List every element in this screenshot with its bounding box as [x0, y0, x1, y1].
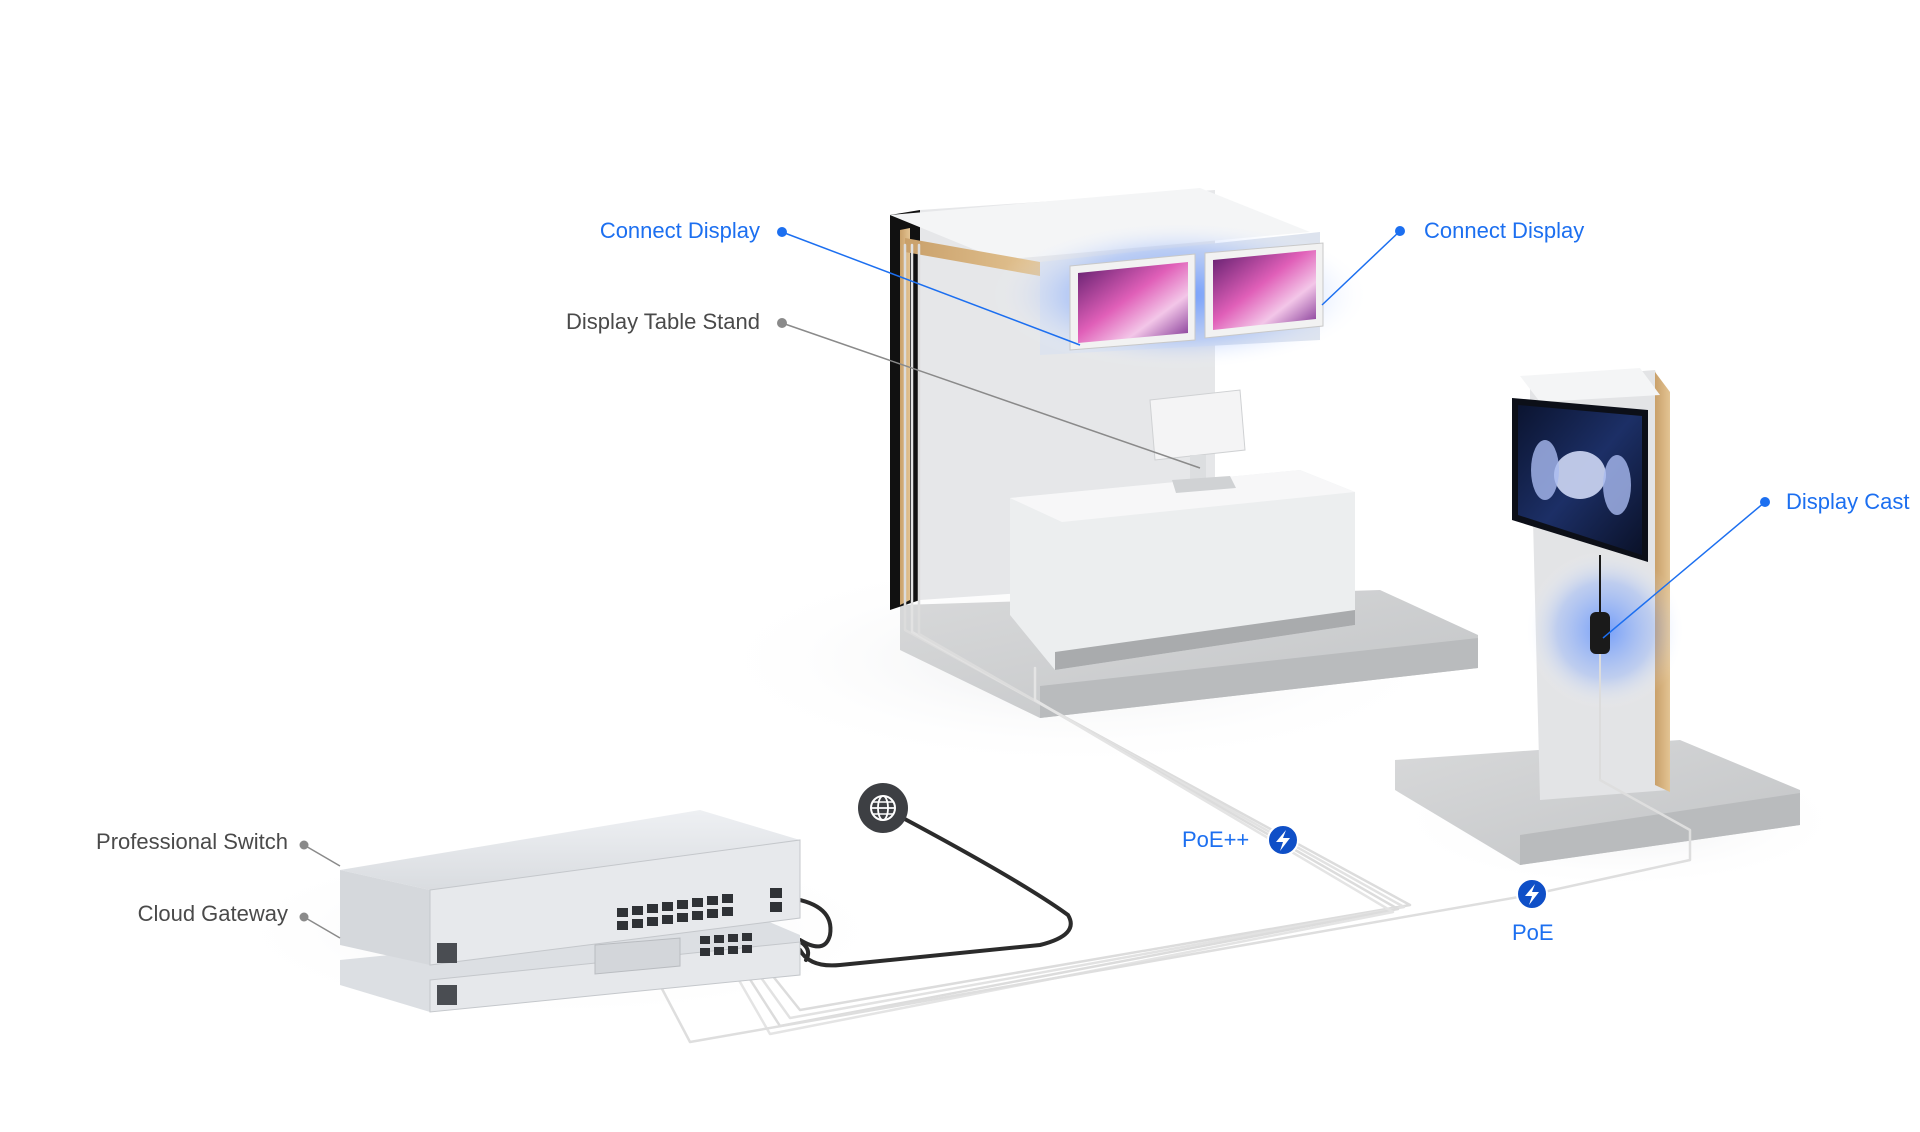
- display-cast-device: [1590, 555, 1610, 780]
- label-connect-display-left: Connect Display: [599, 218, 760, 243]
- label-poe: PoE: [1512, 920, 1554, 945]
- display-table-stand-device: [1149, 389, 1246, 493]
- cables: [658, 243, 1692, 1044]
- label-professional-switch: Professional Switch: [96, 829, 288, 854]
- cloud-gateway-device: [340, 918, 801, 1013]
- callout-dot-display-cast: [1760, 497, 1770, 507]
- callouts: [299, 226, 1770, 939]
- label-display-cast: Display Cast: [1786, 489, 1910, 514]
- callout-dot-cloud-gateway: [299, 912, 309, 922]
- callout-dot-connect-display-right: [1395, 226, 1405, 236]
- label-connect-display-right: Connect Display: [1424, 218, 1585, 243]
- callout-dot-professional-switch: [299, 840, 309, 850]
- connect-display-right-device: [1204, 242, 1324, 339]
- poe-lightning-icon: [1516, 878, 1548, 910]
- label-display-table-stand: Display Table Stand: [565, 309, 760, 334]
- callout-dot-display-table-stand: [777, 318, 787, 328]
- totem-tv-screen: [1512, 398, 1648, 562]
- globe-icon: [858, 783, 908, 833]
- connect-display-left-device: [1069, 253, 1196, 351]
- poe-plus-plus-lightning-icon: [1267, 824, 1299, 856]
- label-cloud-gateway: Cloud Gateway: [137, 901, 288, 926]
- professional-switch-device: [340, 810, 801, 966]
- label-poe-plus-plus: PoE++: [1182, 827, 1250, 852]
- callout-dot-connect-display-left: [777, 227, 787, 237]
